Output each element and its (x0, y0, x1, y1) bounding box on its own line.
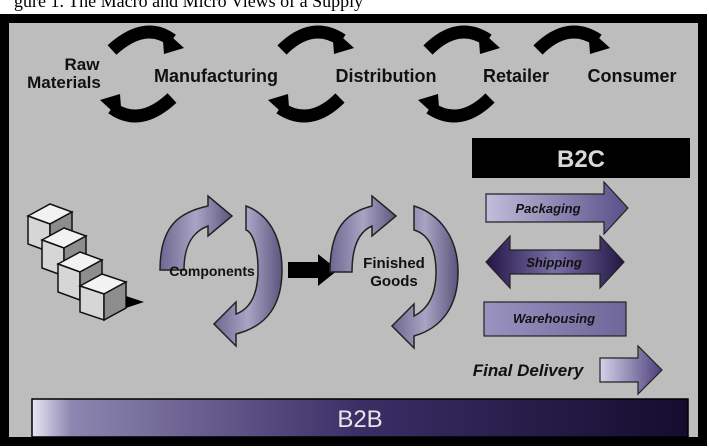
node-consumer: Consumer (587, 66, 676, 86)
shipping-double-arrow (485, 234, 625, 290)
connector-arrow-icon (288, 254, 338, 286)
figure-caption: gure 1. The Macro and Micro Views of a S… (14, 0, 364, 11)
packaging-arrow (485, 180, 629, 236)
components-label: Components (169, 263, 255, 279)
b2b-label: B2B (337, 406, 382, 433)
finished-goods-cycle-arrows (329, 194, 459, 350)
macro-chain-arrows (100, 25, 610, 123)
b2c-bar (472, 138, 690, 178)
warehousing-label: Warehousing (513, 311, 595, 326)
components-cycle-arrows (159, 194, 283, 348)
boxes-icon (26, 203, 144, 322)
curved-arrow-icon (418, 93, 495, 123)
node-raw-line2: Materials (27, 73, 101, 92)
curved-arrow-icon (533, 25, 610, 55)
node-distribution: Distribution (336, 66, 437, 86)
final-delivery-arrow-icon (599, 344, 663, 396)
curved-arrow-icon (423, 25, 500, 55)
finished-label-line1: Finished (363, 255, 425, 272)
curved-arrow-icon (277, 25, 354, 55)
node-manufacturing: Manufacturing (154, 66, 278, 86)
warehousing-box (483, 301, 627, 337)
curved-arrow-icon (268, 93, 345, 123)
finished-label-line2: Goods (370, 273, 418, 290)
node-raw-line1: Raw (65, 55, 101, 74)
b2c-label: B2C (557, 146, 605, 173)
shipping-label: Shipping (526, 255, 582, 270)
packaging-label: Packaging (515, 201, 580, 216)
b2b-bar (31, 398, 689, 438)
curved-arrow-icon (107, 25, 184, 55)
node-retailer: Retailer (483, 66, 549, 86)
curved-arrow-icon (100, 93, 177, 123)
final-delivery-label: Final Delivery (473, 361, 585, 380)
figure-caption-strip: gure 1. The Macro and Micro Views of a S… (0, 0, 709, 20)
